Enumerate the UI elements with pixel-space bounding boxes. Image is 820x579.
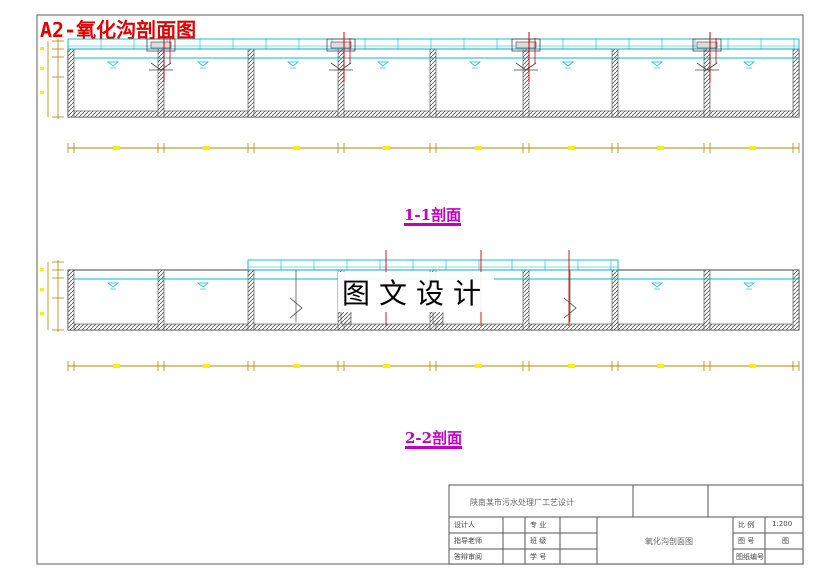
aerator-motor: [150, 41, 172, 49]
wall: [611, 48, 619, 118]
title-block-drawing-name: 氧化沟剖面图: [645, 537, 693, 546]
baffle: [563, 297, 577, 319]
title-block: [448, 484, 804, 565]
dimension-marker: [293, 364, 300, 368]
drawing-frame: [36, 14, 804, 565]
dimension-marker: [203, 364, 210, 368]
water-level-symbol: [469, 61, 481, 67]
title-block-scale-label: 比 例: [738, 521, 755, 529]
watermark: 图文设计: [338, 272, 495, 312]
title-block-scale-value: 1:200: [772, 520, 793, 528]
section-2-2-label: 2-2剖面: [405, 429, 463, 449]
title-block-sheet-label: 图 号: [738, 537, 755, 545]
water-level-symbol: [287, 61, 299, 67]
dimension-marker: [475, 364, 482, 368]
wall: [703, 269, 711, 331]
water-level-symbol: [107, 282, 119, 288]
title-block-project: 陕南某市污水处理厂工艺设计: [470, 498, 574, 507]
water-level-symbol: [651, 61, 663, 67]
dimension-marker: [383, 364, 390, 368]
dimension-marker: [657, 146, 664, 150]
wall: [429, 48, 437, 118]
wall: [337, 48, 345, 118]
wall: [247, 48, 255, 118]
wall: [67, 269, 75, 331]
title-block-sheet-value: 图: [782, 537, 789, 545]
elevation-marker: [40, 312, 44, 315]
column-stub: [432, 309, 444, 325]
elevation-marker: [40, 91, 44, 94]
elevation-marker: [40, 268, 44, 271]
wall: [157, 269, 165, 331]
section-1-1-drawing: [40, 32, 800, 153]
dimension-marker: [203, 146, 210, 150]
title-block-mid-label: 班 级: [530, 537, 547, 545]
aerator-motor: [511, 38, 541, 52]
aerator-motor: [326, 38, 356, 52]
wall: [522, 48, 530, 118]
title-block-drawing-no-label: 图纸编号: [736, 553, 764, 561]
title-block-row-label: 指导老师: [454, 537, 482, 545]
water-level-symbol: [743, 282, 755, 288]
aerator-motor: [330, 41, 352, 49]
section-1-1-label: 1-1剖面: [404, 206, 462, 226]
dimension-marker: [113, 364, 120, 368]
wall: [703, 48, 711, 118]
title-block-row-label: 答辩审阅: [454, 553, 482, 561]
elevation-marker: [40, 288, 44, 291]
wall: [792, 269, 800, 331]
aerator-motor: [692, 38, 722, 52]
title-block-mid-label: 专 业: [530, 521, 547, 529]
dimension-marker: [749, 364, 756, 368]
water-level-symbol: [743, 61, 755, 67]
walkway-railing: [247, 259, 619, 271]
dimension-marker: [568, 364, 575, 368]
column-stub: [340, 309, 352, 325]
water-level-symbol: [562, 61, 574, 67]
aerator-motor: [146, 38, 176, 52]
water-level-symbol: [197, 282, 209, 288]
aerator-motor: [515, 41, 537, 49]
elevation-marker: [40, 47, 44, 50]
dimension-marker: [749, 146, 756, 150]
title-block-mid-label: 学 号: [530, 553, 547, 561]
wall: [67, 48, 75, 118]
wall: [157, 48, 165, 118]
dimension-marker: [568, 146, 575, 150]
walkway-railing: [67, 38, 800, 50]
water-level-symbol: [107, 61, 119, 67]
title-block-row-label: 设计人: [454, 521, 475, 529]
dimension-marker: [293, 146, 300, 150]
water-level-symbol: [651, 282, 663, 288]
aerator-motor: [696, 41, 718, 49]
dimension-marker: [113, 146, 120, 150]
baffle: [289, 297, 303, 319]
water-level-symbol: [197, 61, 209, 67]
dimension-marker: [383, 146, 390, 150]
water-level-symbol: [377, 61, 389, 67]
dimension-marker: [475, 146, 482, 150]
wall: [792, 48, 800, 118]
dimension-marker: [657, 364, 664, 368]
elevation-marker: [40, 67, 44, 70]
